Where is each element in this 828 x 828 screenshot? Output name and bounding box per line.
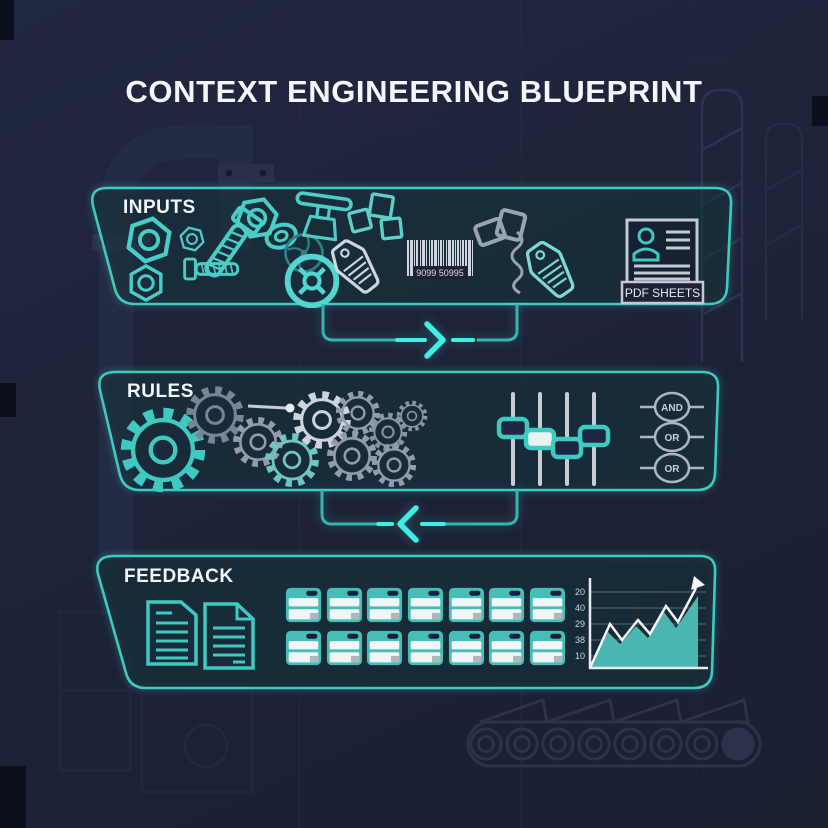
feedback-icons: 20 40 29 38 10 — [146, 576, 708, 670]
record-card-icon — [407, 587, 444, 623]
record-card-icon — [407, 630, 444, 666]
gear-icon — [375, 446, 414, 485]
record-card-icon — [326, 630, 363, 666]
trend-chart: 20 40 29 38 10 — [575, 576, 708, 670]
edge-patch — [0, 766, 26, 828]
chart-trend-line — [588, 587, 698, 669]
feedback-label: FEEDBACK — [124, 566, 234, 587]
document-icon — [203, 602, 255, 670]
inputs-icons: 9099 50995 PDF SHEETS — [85, 190, 705, 308]
barcode-icon: 9099 50995 — [407, 240, 473, 279]
right-chevron-icon — [424, 321, 446, 359]
lever-pin-icon — [247, 403, 295, 413]
logic-gates-icon — [640, 391, 704, 484]
boxes-icon — [347, 192, 404, 241]
record-cards-grid — [285, 587, 566, 666]
record-card-icon — [285, 630, 322, 666]
gear-icon — [396, 400, 428, 432]
hex-nut-icon — [178, 223, 206, 255]
washer-icon — [264, 222, 298, 250]
y-tick-label: 29 — [575, 619, 585, 629]
y-tick-label: 10 — [575, 651, 585, 661]
edge-patch — [0, 383, 16, 417]
rules-label: RULES — [127, 381, 194, 402]
document-icon — [146, 600, 198, 666]
record-card-icon — [448, 630, 485, 666]
record-card-icon — [448, 587, 485, 623]
chart-arrow-head — [691, 576, 705, 590]
slider-handle — [550, 436, 584, 460]
conveyor-silhouette — [466, 698, 762, 768]
handwheel-icon — [278, 247, 347, 308]
rules-panel: RULES — [88, 370, 724, 494]
inputs-label: INPUTS — [123, 197, 196, 218]
bolt-icon — [199, 207, 263, 282]
edge-patch — [812, 96, 828, 126]
record-card-icon — [488, 587, 525, 623]
flow-arrow-left — [320, 490, 519, 543]
left-chevron-icon — [397, 505, 419, 543]
gate-label-or: OR — [665, 433, 681, 444]
gate-label-and: AND — [661, 403, 683, 414]
edge-patch — [0, 0, 14, 40]
slider-handle — [523, 427, 557, 451]
record-card-icon — [529, 587, 566, 623]
slider-handle — [577, 424, 611, 448]
gear-icon — [330, 434, 374, 478]
record-card-icon — [529, 630, 566, 666]
barcode-digits: 9099 50995 — [416, 268, 464, 278]
hex-nut-icon — [129, 264, 163, 302]
squiggle-hook-icon — [510, 230, 524, 295]
chart-axes — [588, 578, 708, 670]
pdf-sheets-icon: PDF SHEETS — [620, 218, 705, 305]
flow-arrow-right — [321, 304, 519, 359]
gear-icon — [190, 390, 240, 440]
record-card-icon — [285, 587, 322, 623]
chart-area-series — [590, 596, 698, 668]
record-card-icon — [326, 587, 363, 623]
record-card-icon — [366, 630, 403, 666]
record-card-icon — [488, 630, 525, 666]
striped-tag-icon — [518, 235, 583, 305]
inputs-panel: INPUTS 9099 50995 — [85, 186, 735, 308]
slider-handle — [496, 416, 530, 440]
record-card-icon — [366, 587, 403, 623]
y-tick-label: 20 — [575, 587, 585, 597]
y-tick-label: 38 — [575, 635, 585, 645]
pdf-sheets-label: PDF SHEETS — [625, 286, 700, 300]
hex-nut-icon — [127, 215, 171, 264]
y-tick-label: 40 — [575, 603, 585, 613]
sliders-icon — [496, 392, 611, 486]
gear-icon — [268, 436, 315, 483]
pillar-silhouette — [700, 88, 804, 362]
gate-label-or: OR — [665, 464, 681, 475]
feedback-panel: FEEDBACK — [88, 554, 720, 694]
rules-icons: AND OR OR — [88, 370, 704, 494]
pipe-fittings-icon — [473, 208, 528, 247]
page-title: CONTEXT ENGINEERING BLUEPRINT — [125, 74, 703, 109]
